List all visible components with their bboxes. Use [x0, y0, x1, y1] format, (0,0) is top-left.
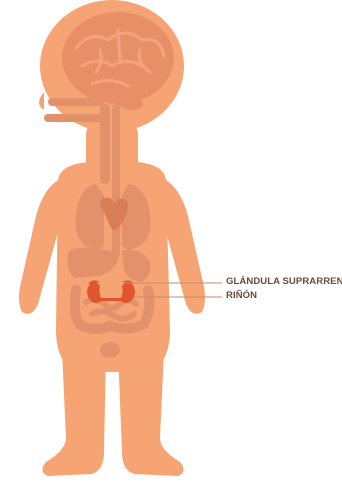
- adrenal-gland-label: GLÁNDULA SUPRARRENAL: [226, 276, 342, 287]
- bladder-organ: [100, 342, 120, 358]
- right-leg: [118, 350, 184, 476]
- nose: [39, 92, 44, 110]
- left-leg: [42, 350, 106, 476]
- renal-connector: [100, 298, 122, 301]
- kidney-label: RIÑÓN: [226, 290, 257, 301]
- left-arm: [19, 178, 62, 314]
